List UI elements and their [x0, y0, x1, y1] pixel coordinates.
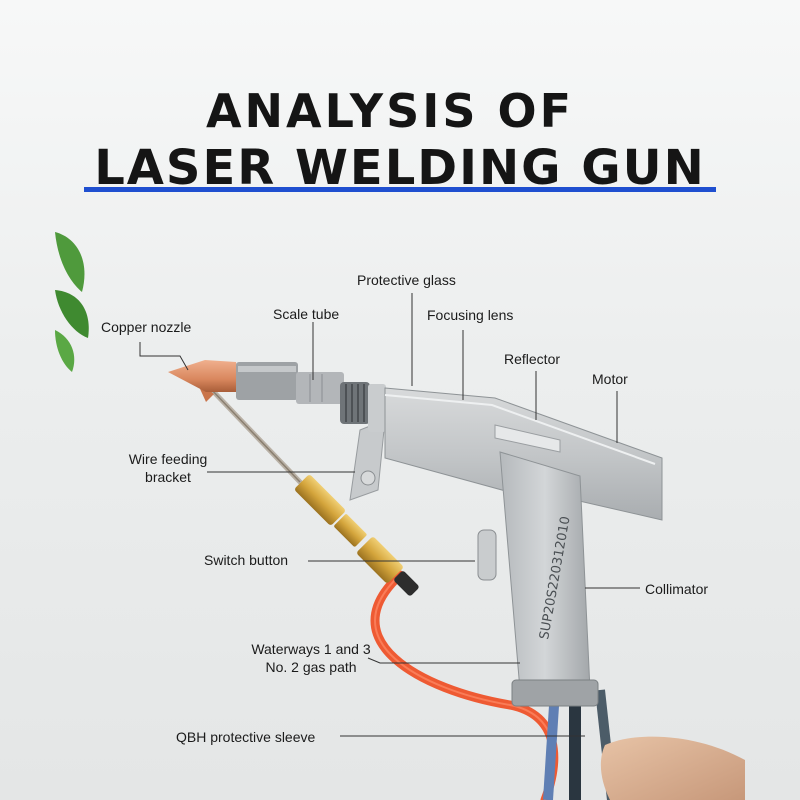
- title-underline: [84, 187, 716, 192]
- label-wire-feeding-bracket: Wire feeding bracket: [120, 450, 216, 486]
- label-collimator: Collimator: [645, 581, 709, 597]
- label-copper-nozzle: Copper nozzle: [101, 319, 192, 335]
- label-scale-tube: Scale tube: [273, 306, 340, 322]
- gun-body: [384, 387, 663, 521]
- plant-leaves: [55, 232, 89, 372]
- copper-nozzle: [168, 360, 240, 392]
- title-line-2: LASER WELDING GUN: [94, 140, 706, 196]
- label-switch-button: Switch button: [204, 552, 289, 568]
- label-reflector: Reflector: [504, 351, 561, 367]
- title-line-1: ANALYSIS OF: [205, 84, 575, 138]
- nozzle-assembly: [168, 360, 386, 432]
- wire-feeding-bracket: [349, 419, 386, 501]
- hand: [600, 736, 745, 800]
- label-qbh-sleeve: QBH protective sleeve: [176, 729, 316, 745]
- label-waterways-line1: Waterways 1 and 3: [251, 641, 371, 657]
- label-protective-glass: Protective glass: [357, 272, 456, 288]
- label-waterways-line2: No. 2 gas path: [265, 659, 357, 675]
- brass-fittings: [295, 475, 419, 596]
- label-wire-feeding-line2: bracket: [145, 469, 191, 485]
- label-focusing-lens: Focusing lens: [427, 307, 514, 323]
- switch-button-shape: [477, 529, 497, 581]
- label-waterways: Waterways 1 and 3 No. 2 gas path: [236, 640, 386, 676]
- label-wire-feeding-line1: Wire feeding: [128, 451, 208, 467]
- label-motor: Motor: [592, 371, 628, 387]
- gun-handle: SUP20S220312010: [499, 451, 591, 691]
- leader-lines: [139, 293, 640, 737]
